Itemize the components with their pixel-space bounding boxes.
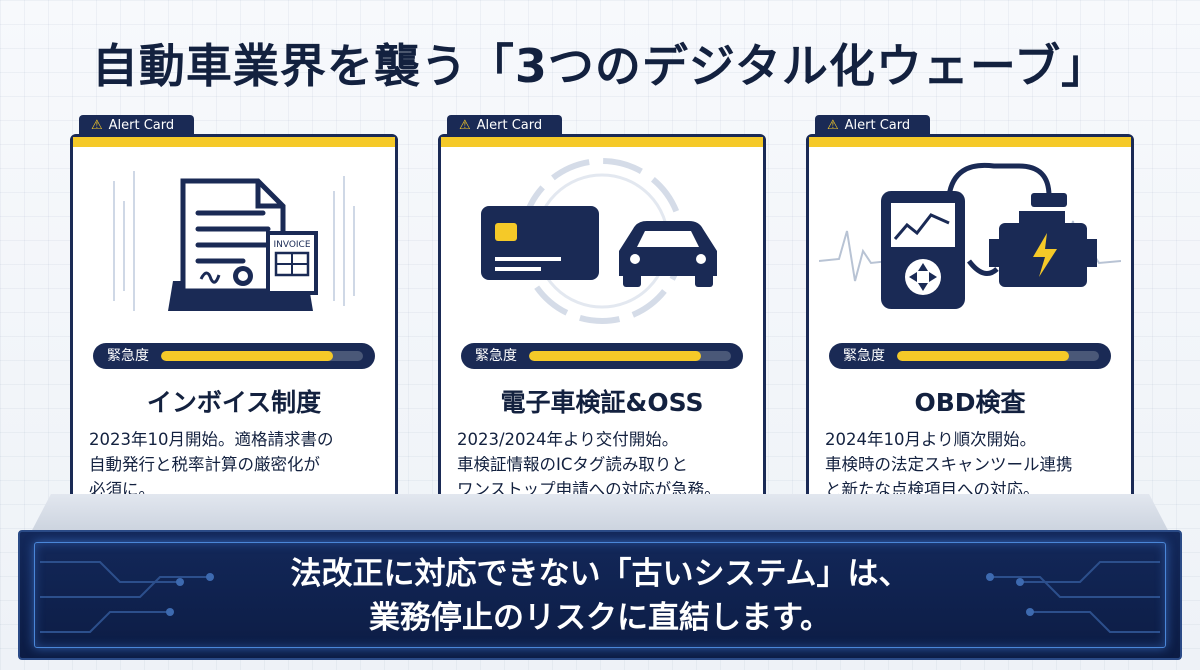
urgency-meter: 緊急度 <box>461 343 743 369</box>
page-title: 自動車業界を襲う「3つのデジタル化ウェーブ」 <box>91 39 1109 93</box>
desc-line: 車検時の法定スキャンツール連携 <box>825 455 1073 474</box>
banner-line-1: 法改正に対応できない「古いシステム」は、 <box>290 556 910 592</box>
urgency-track <box>161 351 363 361</box>
card-top-accent <box>809 137 1131 147</box>
card-description: 2024年10月より順次開始。 車検時の法定スキャンツール連携 と新たな点検項目… <box>825 427 1119 502</box>
desc-line: 車検証情報のICタグ読み取りと <box>457 455 688 474</box>
circuit-decoration-left <box>40 561 214 633</box>
card-top-accent <box>441 137 763 147</box>
car-icon <box>619 221 717 287</box>
card-title: OBD検査 <box>914 388 1026 417</box>
urgency-label: 緊急度 <box>843 348 885 364</box>
urgency-track <box>529 351 731 361</box>
warning-icon: ⚠ <box>827 118 839 133</box>
card-top-accent <box>73 137 395 147</box>
card-description: 2023年10月開始。適格請求書の 自動発行と税率計算の厳密化が 必須に。 <box>89 427 383 502</box>
warning-icon: ⚠ <box>91 118 103 133</box>
warning-icon: ⚠ <box>459 118 471 133</box>
warning-banner: 法改正に対応できない「古いシステム」は、 業務停止のリスクに直結します。 <box>18 530 1182 660</box>
invoice-document-icon: INVOICE <box>113 171 355 311</box>
desc-line: 2023/2024年より交付開始。 <box>457 430 679 449</box>
urgency-track <box>897 351 1099 361</box>
card-title: 電子車検証&OSS <box>500 388 704 417</box>
card-tab-label: Alert Card <box>108 118 175 133</box>
card-description: 2023/2024年より交付開始。 車検証情報のICタグ読み取りと ワンストップ… <box>457 427 751 502</box>
card-tab-label: Alert Card <box>476 118 543 133</box>
banner-line-2: 業務停止のリスクに直結します。 <box>369 600 831 636</box>
alert-card-e-inspection: ⚠ Alert Card 緊急度 電子車検証&OSS 2023/2024年より交付… <box>438 115 766 514</box>
urgency-fill <box>897 351 1069 361</box>
circuit-decoration-right <box>986 561 1160 633</box>
card-tab: ⚠ Alert Card <box>447 115 563 137</box>
card-tab: ⚠ Alert Card <box>79 115 195 137</box>
alert-card-obd: ⚠ Alert Card 緊急度 OBD検査 2024年10月より順次開始。 車検… <box>806 115 1134 514</box>
engine-icon <box>989 193 1097 287</box>
urgency-fill <box>529 351 701 361</box>
alert-card-invoice: ⚠ Alert Card INVOICE 緊急度 インボイス制度 2023年10月… <box>70 115 398 514</box>
card-title: インボイス制度 <box>146 388 322 417</box>
obd-scanner-icon <box>881 191 965 309</box>
urgency-label: 緊急度 <box>107 348 149 364</box>
urgency-meter: 緊急度 <box>829 343 1111 369</box>
banner-glow-frame <box>34 542 1166 648</box>
ic-card-icon <box>481 206 599 280</box>
desc-line: 自動発行と税率計算の厳密化が <box>89 455 320 474</box>
desc-line: 2024年10月より順次開始。 <box>825 430 1037 449</box>
urgency-meter: 緊急度 <box>93 343 375 369</box>
obd-illustration <box>819 162 1121 309</box>
invoice-label-text: INVOICE <box>273 240 310 250</box>
card-tab: ⚠ Alert Card <box>815 115 931 137</box>
card-tab-label: Alert Card <box>844 118 911 133</box>
ic-card-car-illustration <box>481 158 717 324</box>
urgency-fill <box>161 351 333 361</box>
desc-line: 2023年10月開始。適格請求書の <box>89 430 334 449</box>
urgency-label: 緊急度 <box>475 348 517 364</box>
